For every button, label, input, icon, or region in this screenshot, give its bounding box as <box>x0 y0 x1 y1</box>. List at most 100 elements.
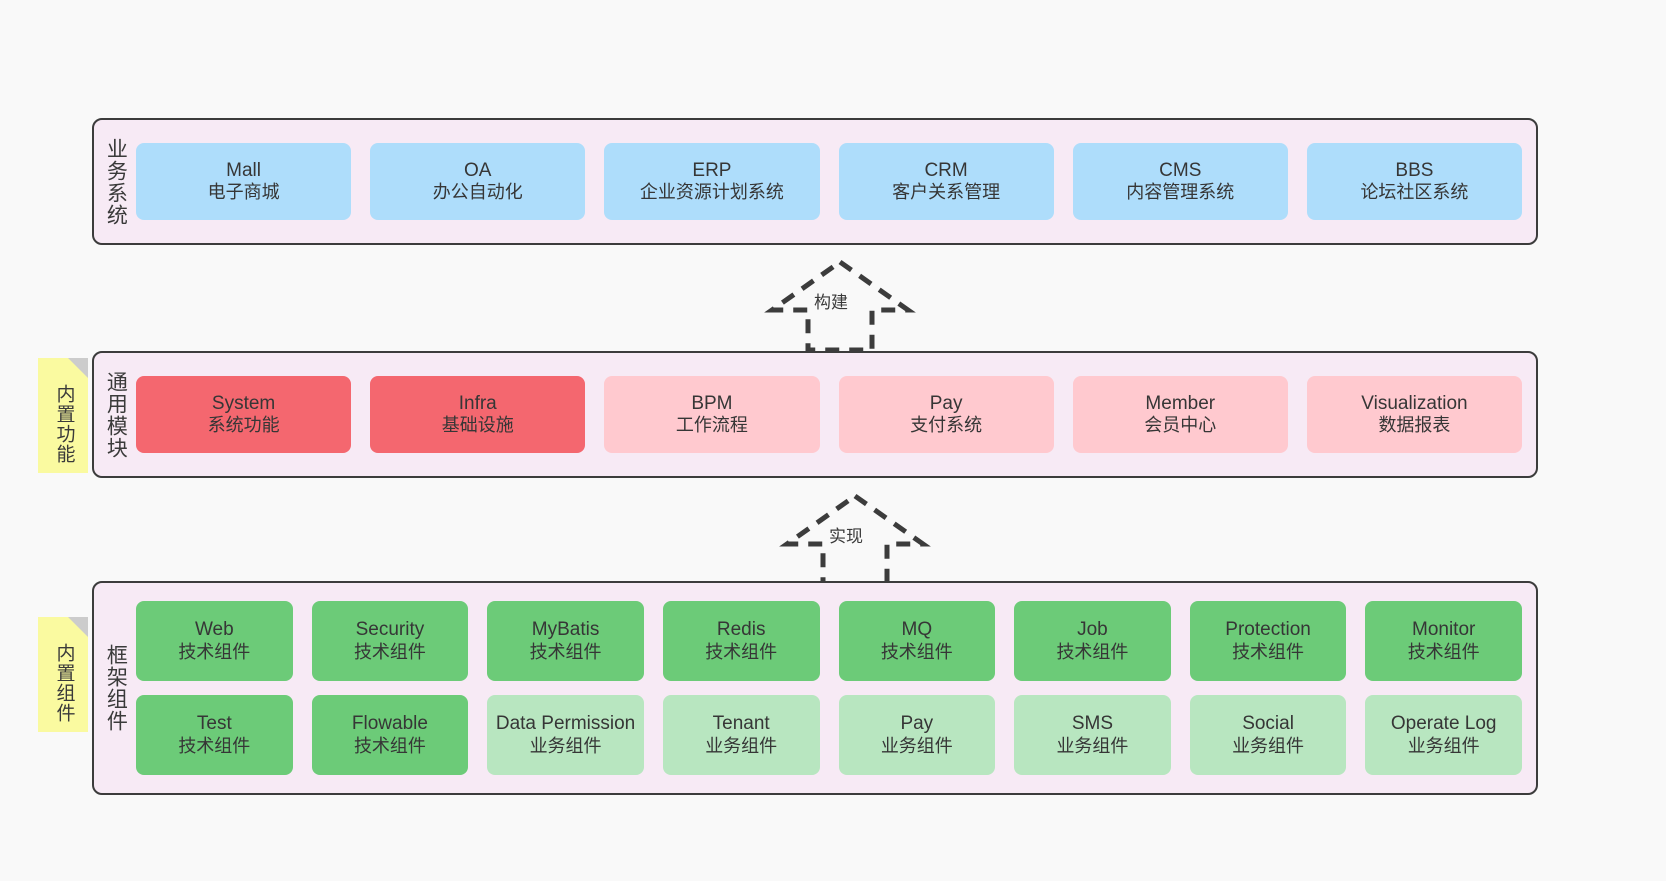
arrow-implement-label: 实现 <box>827 522 865 547</box>
box-operate-log-title: Operate Log <box>1390 713 1497 735</box>
arrow-build: 构建 <box>760 258 920 353</box>
box-test-title: Test <box>196 713 232 735</box>
box-member-subtitle: 会员中心 <box>1144 415 1217 436</box>
box-job-title: Job <box>1077 619 1108 641</box>
note-builtin-components: 内置组件 <box>38 617 88 732</box>
box-oa-subtitle: 办公自动化 <box>432 182 523 203</box>
box-cms-subtitle: 内容管理系统 <box>1126 182 1235 203</box>
box-bbs[interactable]: BBS 论坛社区系统 <box>1306 143 1523 220</box>
box-bbs-title: BBS <box>1395 159 1434 181</box>
box-data-permission-subtitle: 业务组件 <box>529 735 602 756</box>
box-erp[interactable]: ERP 企业资源计划系统 <box>604 143 820 220</box>
box-infra[interactable]: Infra 基础设施 <box>370 376 586 453</box>
box-redis-title: Redis <box>716 619 766 641</box>
box-monitor[interactable]: Monitor 技术组件 <box>1365 601 1522 681</box>
box-pay-module[interactable]: Pay 支付系统 <box>838 376 1054 453</box>
box-member[interactable]: Member 会员中心 <box>1072 376 1288 453</box>
box-social-title: Social <box>1242 713 1294 735</box>
box-security-subtitle: 技术组件 <box>353 641 426 662</box>
common-module-row: System 系统功能 Infra 基础设施 BPM 工作流程 Pay 支付系统… <box>136 376 1523 453</box>
layer-common-module: 通用模块 System 系统功能 Infra 基础设施 BPM 工作流程 Pay… <box>92 351 1538 478</box>
box-operate-log[interactable]: Operate Log 业务组件 <box>1365 695 1522 775</box>
box-mybatis-subtitle: 技术组件 <box>529 641 602 662</box>
box-tenant-subtitle: 业务组件 <box>705 735 778 756</box>
box-security[interactable]: Security 技术组件 <box>311 601 469 681</box>
box-erp-subtitle: 企业资源计划系统 <box>639 182 784 203</box>
layer-title-business-system: 业务系统 <box>104 137 128 226</box>
box-system[interactable]: System 系统功能 <box>136 376 352 453</box>
layer-body-framework-component: Web 技术组件 Security 技术组件 MyBatis 技术组件 Redi… <box>136 583 1536 793</box>
box-data-permission-title: Data Permission <box>495 713 636 735</box>
box-oa-title: OA <box>464 159 492 181</box>
box-crm-title: CRM <box>924 159 968 181</box>
box-cms[interactable]: CMS 内容管理系统 <box>1072 143 1288 220</box>
box-tenant-title: Tenant <box>712 713 770 735</box>
box-redis[interactable]: Redis 技术组件 <box>662 601 820 681</box>
box-web[interactable]: Web 技术组件 <box>136 601 293 681</box>
box-protection[interactable]: Protection 技术组件 <box>1189 601 1347 681</box>
box-member-title: Member <box>1145 392 1216 414</box>
box-cms-title: CMS <box>1159 159 1202 181</box>
box-visualization-subtitle: 数据报表 <box>1378 415 1451 436</box>
box-mall-subtitle: 电子商城 <box>207 182 280 203</box>
box-data-permission[interactable]: Data Permission 业务组件 <box>487 695 644 775</box>
box-pay-component[interactable]: Pay 业务组件 <box>838 695 996 775</box>
box-erp-title: ERP <box>692 159 732 181</box>
box-protection-subtitle: 技术组件 <box>1232 641 1305 662</box>
box-system-title: System <box>211 392 276 414</box>
box-social-subtitle: 业务组件 <box>1232 735 1305 756</box>
box-mall[interactable]: Mall 电子商城 <box>136 143 352 220</box>
box-monitor-subtitle: 技术组件 <box>1407 641 1480 662</box>
box-operate-log-subtitle: 业务组件 <box>1407 735 1480 756</box>
box-web-subtitle: 技术组件 <box>178 641 251 662</box>
box-protection-title: Protection <box>1225 619 1311 641</box>
box-bpm-title: BPM <box>691 392 733 414</box>
box-mq[interactable]: MQ 技术组件 <box>838 601 996 681</box>
box-pay-component-title: Pay <box>900 713 934 735</box>
box-bbs-subtitle: 论坛社区系统 <box>1360 182 1469 203</box>
layer-body-business-system: Mall 电子商城 OA 办公自动化 ERP 企业资源计划系统 CRM 客户关系… <box>136 120 1536 243</box>
box-pay-module-subtitle: 支付系统 <box>910 415 983 436</box>
box-bpm-subtitle: 工作流程 <box>675 415 748 436</box>
box-mq-title: MQ <box>901 619 933 641</box>
box-web-title: Web <box>194 619 234 641</box>
box-mq-subtitle: 技术组件 <box>880 641 953 662</box>
box-pay-module-title: Pay <box>929 392 963 414</box>
box-crm[interactable]: CRM 客户关系管理 <box>838 143 1054 220</box>
box-oa[interactable]: OA 办公自动化 <box>370 143 586 220</box>
box-pay-component-subtitle: 业务组件 <box>880 735 953 756</box>
box-test[interactable]: Test 技术组件 <box>136 695 293 775</box>
box-visualization[interactable]: Visualization 数据报表 <box>1306 376 1523 453</box>
box-sms-title: SMS <box>1071 713 1114 735</box>
framework-biz-row: Test 技术组件 Flowable 技术组件 Data Permission … <box>136 695 1522 775</box>
box-job-subtitle: 技术组件 <box>1056 641 1129 662</box>
layer-business-system: 业务系统 Mall 电子商城 OA 办公自动化 ERP 企业资源计划系统 CRM… <box>92 118 1538 245</box>
box-monitor-title: Monitor <box>1412 619 1476 641</box>
box-mall-title: Mall <box>226 159 261 181</box>
box-infra-subtitle: 基础设施 <box>441 415 514 436</box>
box-tenant[interactable]: Tenant 业务组件 <box>662 695 820 775</box>
business-system-row: Mall 电子商城 OA 办公自动化 ERP 企业资源计划系统 CRM 客户关系… <box>136 143 1523 220</box>
box-crm-subtitle: 客户关系管理 <box>892 182 1001 203</box>
box-flowable-title: Flowable <box>351 713 428 735</box>
arrow-build-label: 构建 <box>812 288 850 313</box>
box-mybatis-title: MyBatis <box>531 619 600 641</box>
note-builtin-features: 内置功能 <box>38 358 88 473</box>
box-mybatis[interactable]: MyBatis 技术组件 <box>487 601 644 681</box>
framework-tech-row: Web 技术组件 Security 技术组件 MyBatis 技术组件 Redi… <box>136 601 1522 681</box>
box-test-subtitle: 技术组件 <box>178 735 251 756</box>
layer-title-framework-component: 框架组件 <box>104 644 128 732</box>
arrow-implement: 实现 <box>775 492 935 587</box>
layer-framework-component: 框架组件 Web 技术组件 Security 技术组件 MyBatis 技术组件… <box>92 581 1538 795</box>
layer-title-common-module: 通用模块 <box>104 370 128 459</box>
box-bpm[interactable]: BPM 工作流程 <box>604 376 820 453</box>
box-job[interactable]: Job 技术组件 <box>1014 601 1171 681</box>
box-system-subtitle: 系统功能 <box>207 415 280 436</box>
box-sms[interactable]: SMS 业务组件 <box>1014 695 1171 775</box>
box-sms-subtitle: 业务组件 <box>1056 735 1129 756</box>
arrow-implement-glyph <box>779 492 931 587</box>
box-social[interactable]: Social 业务组件 <box>1189 695 1347 775</box>
layer-body-common-module: System 系统功能 Infra 基础设施 BPM 工作流程 Pay 支付系统… <box>136 353 1536 476</box>
box-flowable[interactable]: Flowable 技术组件 <box>311 695 469 775</box>
